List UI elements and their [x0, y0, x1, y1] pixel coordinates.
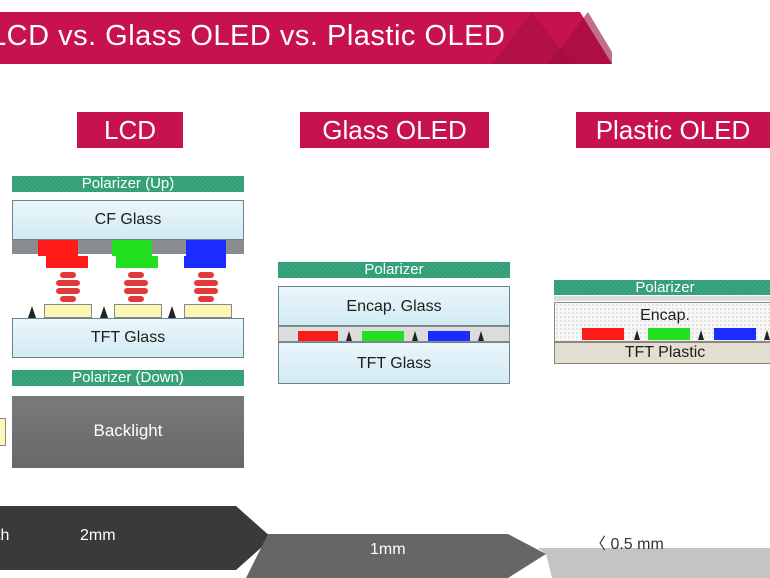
glass-oled-encap-glass: Encap. Glass: [278, 286, 510, 326]
plastic-oled-blue-pixel: [714, 328, 756, 340]
lcd-liquid-crystal-3: [194, 272, 218, 302]
lcd-tft-1: [28, 306, 36, 318]
lcd-stack: Polarizer (Up) CF Glass TFT Glass Polari…: [0, 170, 260, 470]
plastic-oled-tft-2: [698, 330, 704, 340]
thickness-left-partial: th: [0, 527, 10, 544]
left-partial-block: [0, 418, 6, 446]
heading-glass-oled: Glass OLED: [300, 112, 489, 148]
banner-background: [0, 12, 612, 64]
lcd-polarizer-down: Polarizer (Down): [12, 370, 244, 386]
lcd-green-filter: [112, 240, 152, 256]
plastic-oled-stack: Polarizer Encap. TFT Plastic: [548, 276, 770, 376]
heading-lcd: LCD: [77, 112, 183, 148]
glass-oled-tft-1: [346, 331, 352, 341]
plastic-oled-tft-1: [634, 330, 640, 340]
lcd-electrode-2: [114, 304, 162, 318]
glass-oled-polarizer: Polarizer: [278, 262, 510, 278]
thickness-plastic-oled: 〈 0.5 mm: [590, 536, 664, 553]
page-title: LCD vs. Glass OLED vs. Plastic OLED: [0, 20, 506, 52]
glass-oled-red-pixel: [298, 331, 338, 341]
thickness-glass-oled: 1mm: [370, 541, 406, 558]
glass-oled-green-pixel: [362, 331, 404, 341]
glass-oled-stack: Polarizer Encap. Glass TFT Glass: [270, 255, 520, 395]
lcd-green-filter-lower: [116, 256, 158, 268]
plastic-oled-thin-film: [554, 296, 770, 301]
lcd-liquid-crystal-1: [56, 272, 80, 302]
thickness-arrows: [0, 506, 770, 578]
glass-oled-tft-3: [478, 331, 484, 341]
lcd-tft-2: [100, 306, 108, 318]
glass-oled-blue-pixel: [428, 331, 470, 341]
lcd-cf-glass: CF Glass: [12, 200, 244, 240]
glass-oled-tft-2: [412, 331, 418, 341]
lcd-tft-glass: TFT Glass: [12, 318, 244, 358]
lcd-backlight: Backlight: [12, 396, 244, 468]
plastic-oled-polarizer: Polarizer: [554, 280, 770, 295]
lcd-electrode-3: [184, 304, 232, 318]
plastic-oled-tft-3: [764, 330, 770, 340]
plastic-oled-green-pixel: [648, 328, 690, 340]
lcd-electrode-1: [44, 304, 92, 318]
heading-plastic-oled: Plastic OLED: [576, 112, 770, 148]
lcd-red-filter-lower: [46, 256, 88, 268]
lcd-blue-filter-lower: [184, 256, 226, 268]
lcd-liquid-crystal-2: [124, 272, 148, 302]
title-banner: LCD vs. Glass OLED vs. Plastic OLED: [0, 12, 612, 64]
plastic-oled-tft-plastic: TFT Plastic: [554, 342, 770, 364]
glass-oled-tft-glass: TFT Glass: [278, 342, 510, 384]
thickness-lcd: 2mm: [80, 527, 116, 544]
lcd-red-filter: [38, 240, 78, 256]
lcd-tft-3: [168, 306, 176, 318]
lcd-blue-filter: [186, 240, 226, 256]
plastic-oled-red-pixel: [582, 328, 624, 340]
lcd-polarizer-up: Polarizer (Up): [12, 176, 244, 192]
